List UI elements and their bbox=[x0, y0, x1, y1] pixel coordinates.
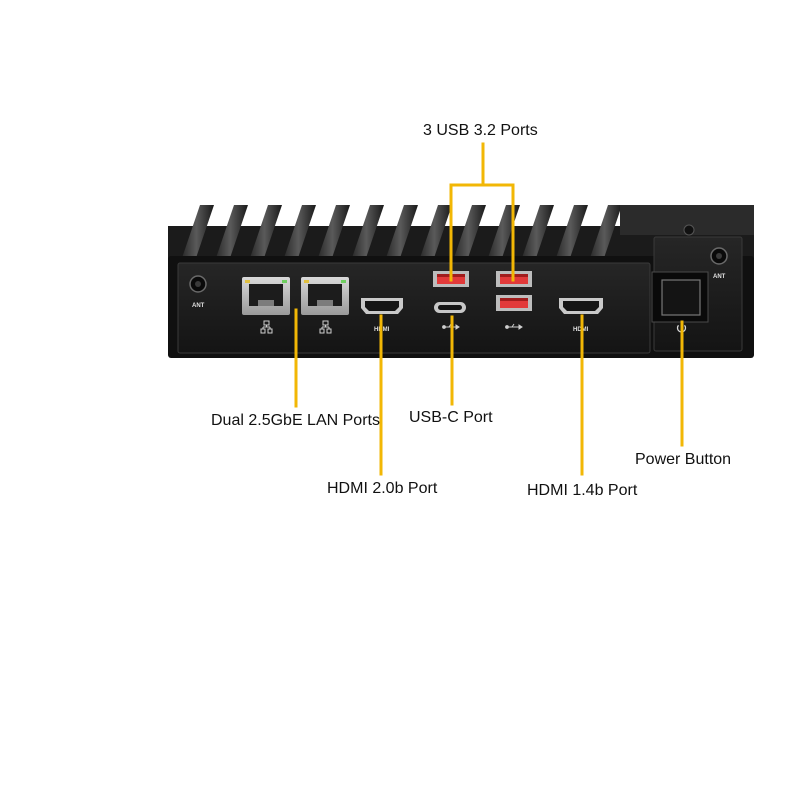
heatsink-fin bbox=[454, 205, 486, 258]
ant-label-left: ANT bbox=[192, 303, 205, 309]
heatsink-fin bbox=[420, 205, 452, 258]
lan-port-1[interactable] bbox=[242, 277, 290, 315]
heatsink-fin bbox=[284, 205, 316, 258]
antenna-connector-right: ANT bbox=[710, 247, 728, 280]
usb-icon bbox=[442, 323, 460, 330]
hdmi20-port-label: HDMI 2.0b Port bbox=[327, 480, 438, 497]
heatsink-fin bbox=[556, 205, 588, 258]
lan-ports-label: Dual 2.5GbE LAN Ports bbox=[211, 412, 380, 429]
antenna-connector-left: ANT bbox=[189, 275, 207, 309]
network-icon bbox=[319, 320, 332, 334]
network-icon bbox=[260, 320, 273, 334]
power-button-label: Power Button bbox=[635, 451, 732, 468]
heatsink-fin bbox=[590, 205, 622, 258]
heatsink-fin bbox=[386, 205, 418, 258]
callout-lines bbox=[294, 142, 684, 476]
usb-icon bbox=[505, 323, 523, 330]
mount-screw bbox=[683, 224, 695, 236]
power-button[interactable] bbox=[651, 271, 709, 323]
usb-c-port[interactable] bbox=[434, 302, 466, 313]
usb-c-port-label: USB-C Port bbox=[409, 409, 493, 426]
heatsink-fin bbox=[352, 205, 384, 258]
callout-line-usb32 bbox=[449, 142, 515, 282]
heatsink-fin bbox=[182, 205, 214, 258]
heatsink-fin bbox=[216, 205, 248, 258]
heatsink-fin bbox=[522, 205, 554, 258]
lan-port-2[interactable] bbox=[301, 277, 349, 315]
usb-a-port-3[interactable] bbox=[496, 295, 532, 311]
heatsink-fin bbox=[318, 205, 350, 258]
hdmi14-port-label: HDMI 1.4b Port bbox=[527, 482, 638, 499]
ant-label-right: ANT bbox=[713, 274, 726, 280]
heatsink-fin bbox=[250, 205, 282, 258]
usb32-ports-label: 3 USB 3.2 Ports bbox=[423, 122, 538, 139]
